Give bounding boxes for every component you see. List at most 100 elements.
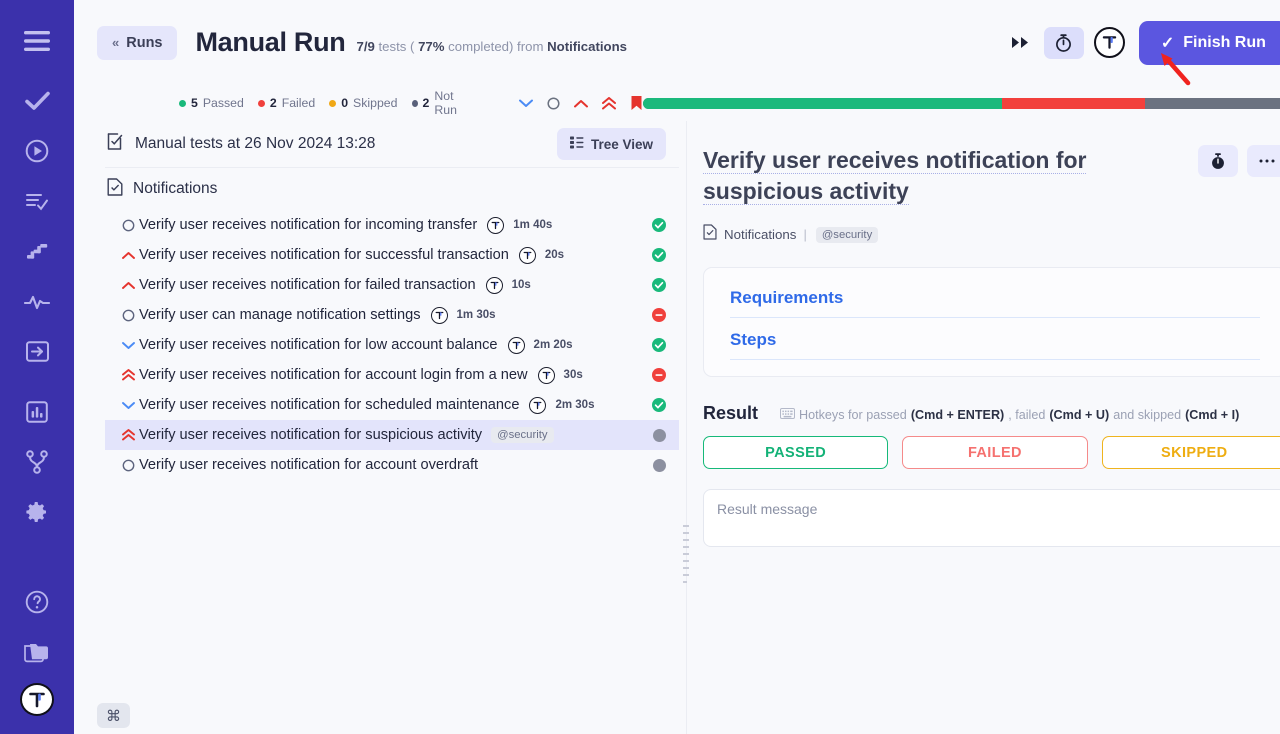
test-list-item[interactable]: Verify user receives notification for sc…	[105, 390, 679, 420]
list-header-title: Manual tests at 26 Nov 2024 13:28	[135, 135, 375, 153]
test-name: Verify user receives notification for su…	[139, 247, 509, 263]
test-group-row[interactable]: Notifications	[105, 168, 679, 210]
test-name: Verify user receives notification for in…	[139, 217, 477, 233]
priority-medium-icon[interactable]	[117, 309, 139, 322]
priority-low-icon[interactable]	[117, 341, 139, 350]
test-list-item[interactable]: Verify user receives notification for su…	[105, 240, 679, 270]
test-status-passed-icon	[652, 398, 666, 412]
avatar[interactable]	[20, 683, 54, 716]
test-list-item[interactable]: Verify user receives notification for su…	[105, 420, 679, 450]
test-list-item[interactable]: Verify user receives notification for lo…	[105, 330, 679, 360]
legend-skipped: 0 Skipped	[329, 96, 397, 110]
activity-pulse-icon[interactable]	[17, 282, 57, 320]
checkmark-icon[interactable]	[17, 82, 57, 120]
test-duration: 20s	[545, 249, 564, 261]
hotkeys-mid2: and skipped	[1113, 408, 1181, 422]
breadcrumb-separator: |	[803, 227, 806, 242]
cmd-key-badge[interactable]: ⌘	[97, 703, 130, 728]
hotkeys-passed-key: (Cmd + ENTER)	[911, 408, 1004, 422]
test-tag[interactable]: @security	[491, 427, 553, 443]
git-branch-icon[interactable]	[17, 443, 57, 481]
product-logo-icon[interactable]	[1094, 27, 1125, 58]
chevron-up-filter-icon[interactable]	[574, 99, 588, 108]
result-message-input[interactable]	[703, 489, 1280, 547]
folder-icon[interactable]	[17, 633, 57, 671]
detail-sections-card: Requirements Steps	[703, 267, 1280, 377]
legend-passed: 5 Passed	[179, 96, 244, 110]
test-duration: 2m 30s	[555, 399, 594, 411]
login-arrow-icon[interactable]	[17, 333, 57, 371]
verdict-failed-button[interactable]: FAILED	[902, 436, 1087, 469]
run-progress-bar	[643, 98, 1280, 109]
main-area: « Runs Manual Run 7/9 tests ( 77% comple…	[74, 0, 1280, 734]
divider-drag-handle[interactable]	[683, 525, 690, 583]
legend-notrun-label: Not Run	[434, 89, 473, 117]
tree-view-button[interactable]: Tree View	[557, 128, 666, 160]
test-list-item[interactable]: Verify user receives notification for fa…	[105, 270, 679, 300]
priority-low-icon[interactable]	[117, 401, 139, 410]
detail-title-wrap: Verify user receives notification for su…	[703, 145, 1188, 207]
breadcrumb: Notifications | @security	[703, 224, 1280, 245]
test-name: Verify user receives notification for ac…	[139, 457, 478, 473]
priority-medium-icon[interactable]	[117, 219, 139, 232]
assignee-avatar-icon	[486, 277, 503, 294]
priority-high-icon[interactable]	[117, 281, 139, 290]
breadcrumb-text[interactable]: Notifications	[724, 227, 796, 242]
test-list-item[interactable]: Verify user can manage notification sett…	[105, 300, 679, 330]
verdict-passed-button[interactable]: PASSED	[703, 436, 888, 469]
circle-filter-icon[interactable]	[547, 97, 560, 110]
status-legend: 5 Passed 2 Failed 0 Skipped 2 Not Run	[179, 89, 473, 117]
test-status-notrun-icon	[652, 428, 666, 442]
test-list-item[interactable]: Verify user receives notification for in…	[105, 210, 679, 240]
play-circle-icon[interactable]	[17, 132, 57, 170]
test-name: Verify user receives notification for ac…	[139, 367, 528, 383]
detail-timer-button[interactable]	[1198, 145, 1238, 177]
back-chevron-icon: «	[112, 36, 119, 49]
timer-button[interactable]	[1044, 27, 1084, 59]
help-circle-icon[interactable]	[17, 583, 57, 621]
hotkeys-prefix: Hotkeys for passed	[799, 408, 907, 422]
verdict-skipped-button[interactable]: SKIPPED	[1102, 436, 1280, 469]
finish-run-button[interactable]: ✓ Finish Run	[1139, 21, 1280, 65]
gear-icon[interactable]	[17, 493, 57, 531]
run-meta-completed-word: completed) from	[448, 39, 543, 54]
legend-failed-dot	[258, 100, 265, 107]
steps-icon[interactable]	[17, 232, 57, 270]
test-status-passed-icon	[652, 338, 666, 352]
priority-filters	[519, 95, 643, 111]
steps-link[interactable]: Steps	[730, 330, 1260, 360]
assignee-avatar-icon	[508, 337, 525, 354]
assignee-avatar-icon	[487, 217, 504, 234]
progress-failed-segment	[1002, 98, 1145, 109]
detail-title[interactable]: Verify user receives notification for su…	[703, 147, 1086, 205]
requirements-link[interactable]: Requirements	[730, 288, 1260, 318]
priority-critical-icon[interactable]	[117, 429, 139, 441]
breadcrumb-tag[interactable]: @security	[816, 227, 878, 243]
divider-line	[686, 121, 687, 734]
priority-medium-icon[interactable]	[117, 459, 139, 472]
bookmark-filter-icon[interactable]	[630, 95, 643, 111]
legend-passed-dot	[179, 100, 186, 107]
test-list-item[interactable]: Verify user receives notification for ac…	[105, 450, 679, 480]
breadcrumb-file-check-icon	[703, 224, 717, 245]
test-status-passed-icon	[652, 218, 666, 232]
detail-more-button[interactable]	[1247, 145, 1280, 177]
menu-icon[interactable]	[17, 22, 57, 60]
double-chevron-up-filter-icon[interactable]	[602, 97, 616, 110]
test-name: Verify user receives notification for fa…	[139, 277, 476, 293]
chevron-down-filter-icon[interactable]	[519, 99, 533, 108]
content-split: Manual tests at 26 Nov 2024 13:28 Tree V…	[74, 121, 1280, 734]
priority-critical-icon[interactable]	[117, 369, 139, 381]
test-name: Verify user receives notification for sc…	[139, 397, 519, 413]
page-header: « Runs Manual Run 7/9 tests ( 77% comple…	[74, 0, 1280, 85]
back-to-runs-button[interactable]: « Runs	[97, 26, 177, 60]
run-meta: 7/9 tests ( 77% completed) from Notifica…	[356, 31, 626, 54]
fast-forward-icon[interactable]	[1008, 28, 1034, 58]
test-list-item[interactable]: Verify user receives notification for ac…	[105, 360, 679, 390]
priority-high-icon[interactable]	[117, 251, 139, 260]
verdict-buttons: PASSED FAILED SKIPPED	[703, 436, 1280, 469]
run-meta-source: Notifications	[547, 39, 627, 54]
list-check-icon[interactable]	[17, 182, 57, 220]
test-status-failed-icon	[652, 308, 666, 322]
chart-bar-icon[interactable]	[17, 392, 57, 430]
